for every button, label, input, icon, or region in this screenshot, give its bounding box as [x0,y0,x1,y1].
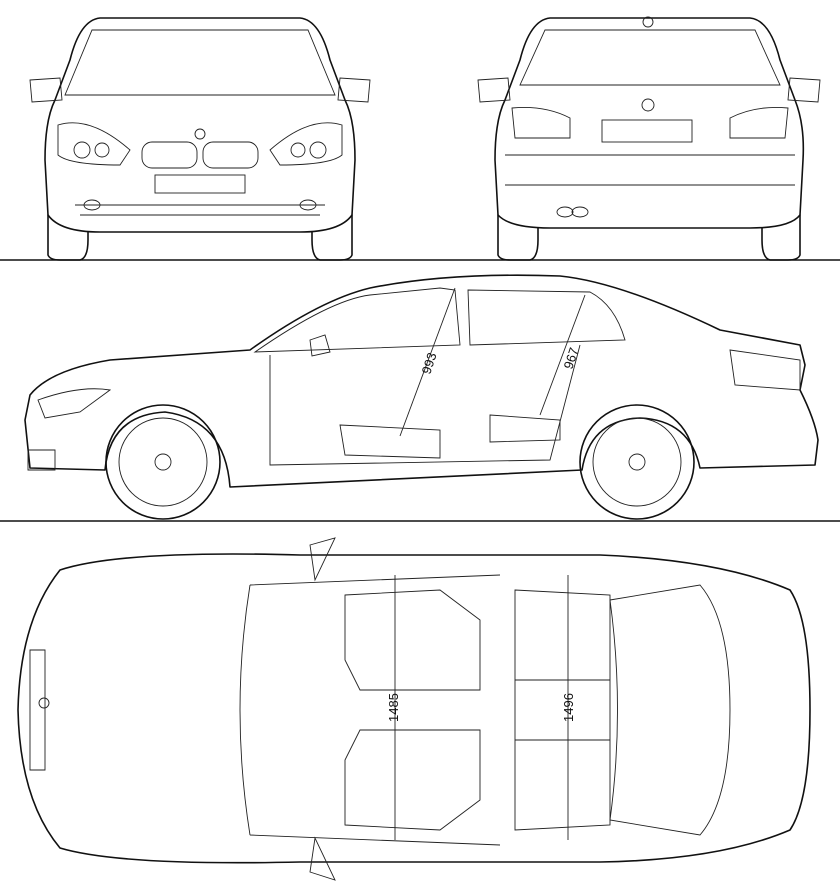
rear-width-label: 1496 [561,693,576,722]
rear-headroom-arrow [539,294,586,416]
front-headroom-label: 993 [419,351,440,376]
front-width-label: 1485 [386,693,401,722]
front-view [29,17,371,261]
side-view: 993 967 [24,274,819,520]
front-headroom-arrow [399,287,456,437]
top-view: 1485 1496 [17,537,811,881]
rear-headroom-label: 967 [561,346,582,371]
rear-view [477,16,821,261]
